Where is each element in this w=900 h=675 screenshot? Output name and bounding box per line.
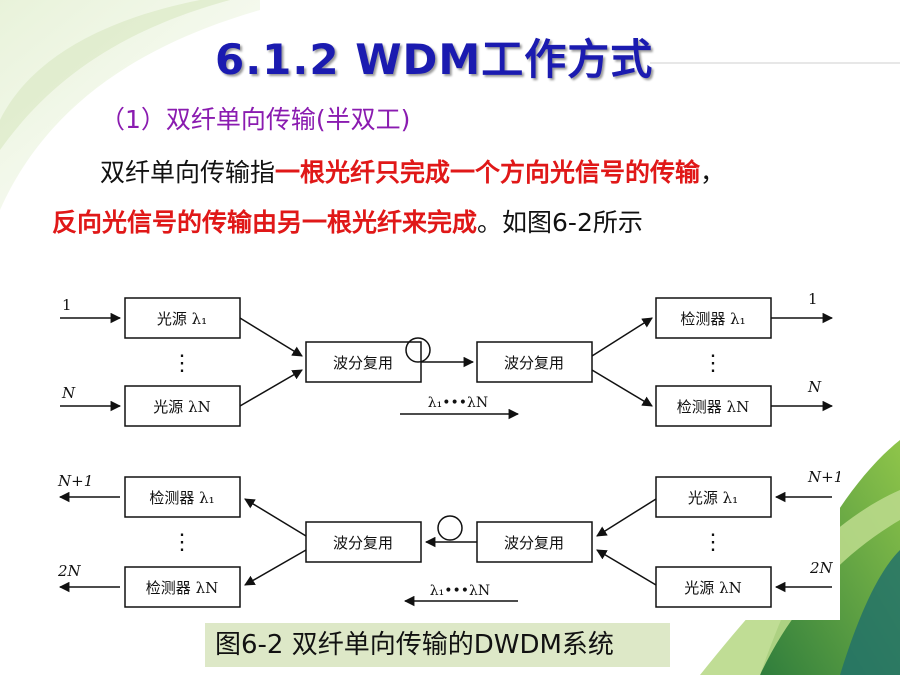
demux-label: 波分复用 [504, 354, 564, 372]
detector-label: 检测器 λN [677, 398, 749, 416]
mux-label: 波分复用 [504, 534, 564, 552]
demux-label: 波分复用 [333, 534, 393, 552]
para-text: 。如图 [477, 208, 553, 237]
para-text: ， [700, 158, 726, 187]
detector-box [124, 476, 241, 518]
input-label: N+1 [807, 468, 840, 486]
detector-label: 检测器 λN [146, 579, 218, 597]
output-label: N [807, 378, 822, 396]
ellipsis: ⋮ [171, 351, 193, 376]
output-label: 1 [808, 290, 818, 308]
source-label: 光源 λ₁ [688, 489, 738, 507]
section-heading: （1）双纤单向传输(半双工) [100, 105, 411, 134]
dwdm-diagram: 1 N 光源 λ₁ 光源 λN ⋮ 波分复用 波分复用 λ₁•••λN 检测器 … [40, 270, 840, 620]
figure-ref: 6-2 [552, 208, 593, 237]
ellipsis: ⋮ [702, 530, 724, 555]
source-label: 光源 λ₁ [157, 310, 207, 328]
paragraph-line-2: 反向光信号的传输由另一根光纤来完成。如图6-2所示 [52, 203, 643, 239]
input-label: N [61, 384, 76, 402]
para-emphasis: 反向光信号的传输由另一根光纤来完成 [52, 208, 478, 237]
source-label: 光源 λN [684, 579, 741, 597]
source-box [655, 566, 772, 608]
detector-label: 检测器 λ₁ [680, 310, 745, 328]
para-text: 所示 [592, 208, 643, 237]
input-label: 1 [62, 296, 72, 314]
output-label: 2N [57, 562, 82, 580]
figure-caption: 图6-2 双纤单向传输的DWDM系统 [205, 623, 670, 667]
detector-label: 检测器 λ₁ [149, 489, 214, 507]
para-text: 双纤单向传输指 [100, 158, 276, 187]
demux-box [476, 341, 593, 383]
mux-box [476, 521, 593, 563]
fiber-coil-icon [405, 337, 431, 363]
fiber-coil-icon [437, 515, 463, 541]
ellipsis: ⋮ [171, 530, 193, 555]
input-label: 2N [809, 559, 834, 577]
wavelength-label: λ₁•••λN [430, 583, 490, 599]
output-label: N+1 [57, 472, 93, 490]
source-box [655, 476, 772, 518]
para-emphasis: 一根光纤只完成一个方向光信号的传输 [275, 158, 701, 187]
detector-box [124, 566, 241, 608]
mux-label: 波分复用 [333, 354, 393, 372]
paragraph-line-1: 双纤单向传输指一根光纤只完成一个方向光信号的传输， [100, 153, 725, 189]
ellipsis: ⋮ [702, 351, 724, 376]
slide-title: 6.1.2 WDM工作方式 [215, 35, 654, 84]
source-label: 光源 λN [153, 398, 210, 416]
wavelength-label: λ₁•••λN [428, 395, 488, 411]
demux-box [305, 521, 422, 563]
